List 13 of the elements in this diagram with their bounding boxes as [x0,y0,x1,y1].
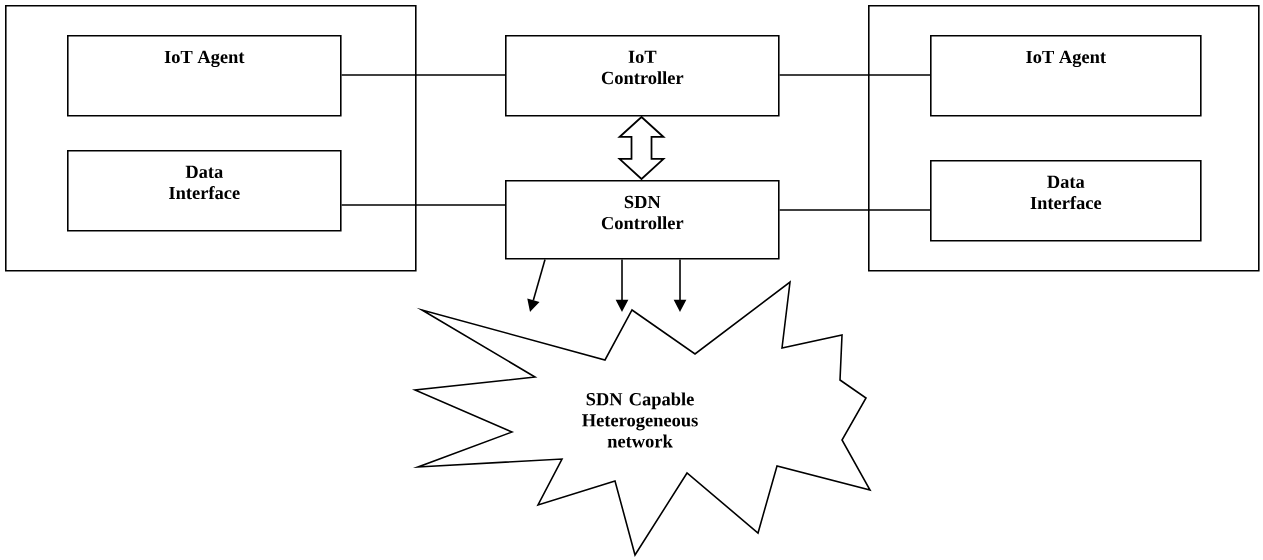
connector-line [778,74,931,76]
component-box: Data Interface [930,160,1202,242]
controller-box: IoT Controller [505,35,780,117]
arrow [527,258,546,312]
connector-line [340,204,506,206]
component-box: IoT Agent [67,35,342,117]
component-box: IoT Agent [930,35,1202,117]
group-box [5,5,417,272]
connector-line [340,74,506,76]
connector-line [778,209,931,211]
controller-box: SDN Controller [505,180,780,260]
component-box: Data Interface [67,150,342,232]
group-box [868,5,1260,272]
